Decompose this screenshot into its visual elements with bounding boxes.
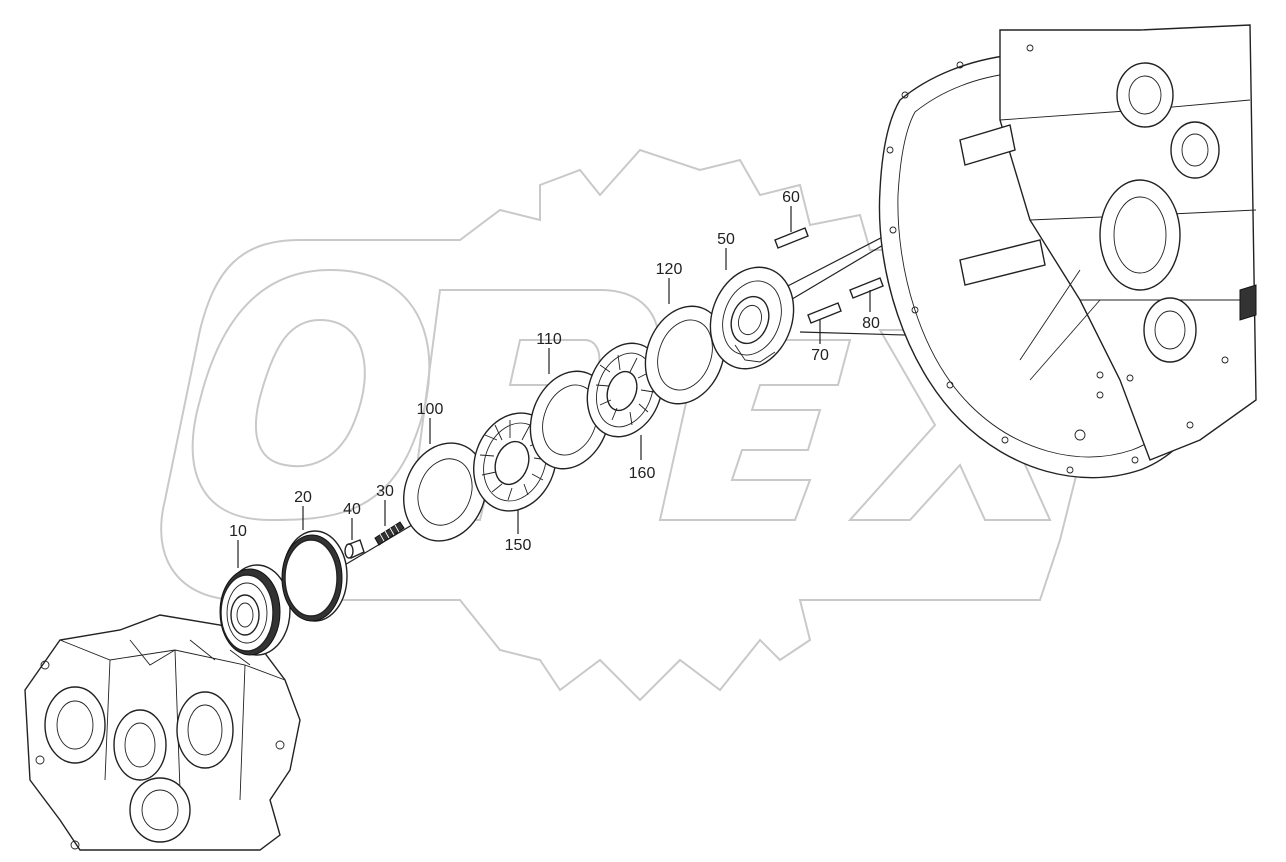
part-10-piston <box>219 564 291 656</box>
callout-150: 150 <box>505 537 532 554</box>
part-40-pin <box>344 539 365 559</box>
right-housing-bore-4 <box>1143 297 1197 363</box>
callout-labels: 10 20 30 40 50 60 70 80 100 110 120 150 … <box>229 189 880 554</box>
part-80-pin <box>849 277 884 299</box>
right-housing-bore-3 <box>1099 179 1181 291</box>
part-60-pin <box>774 227 809 249</box>
callout-70: 70 <box>811 347 829 364</box>
callout-30: 30 <box>376 483 394 500</box>
part-120-disc <box>644 305 726 405</box>
watermark-letter-e <box>658 339 852 521</box>
housing-bore-2 <box>113 709 167 781</box>
callout-100: 100 <box>417 401 444 418</box>
callout-120: 120 <box>656 261 683 278</box>
right-housing-bore-1 <box>1116 62 1174 128</box>
callout-60: 60 <box>782 189 800 206</box>
right-housing-bore-2 <box>1170 121 1220 179</box>
right-housing-assembly <box>878 24 1257 479</box>
callout-20: 20 <box>294 489 312 506</box>
part-70-pin <box>807 302 842 324</box>
housing-bore-3 <box>176 691 234 769</box>
housing-bore-4 <box>129 777 191 843</box>
leader-lines <box>237 206 871 568</box>
part-20-seal-ring <box>281 530 348 622</box>
left-housing-assembly <box>24 614 301 851</box>
part-100-disc <box>403 442 487 542</box>
part-30-spring <box>374 521 405 546</box>
part-50-pressure-plate <box>709 266 795 370</box>
callout-160: 160 <box>629 465 656 482</box>
callout-10: 10 <box>229 523 247 540</box>
callout-40: 40 <box>343 501 361 518</box>
callout-110: 110 <box>536 331 562 348</box>
watermark-letter-o <box>191 268 431 522</box>
part-160-lined-disc <box>586 342 664 438</box>
housing-bore-1 <box>44 686 106 764</box>
callout-50: 50 <box>717 231 735 248</box>
callout-80: 80 <box>862 315 880 332</box>
